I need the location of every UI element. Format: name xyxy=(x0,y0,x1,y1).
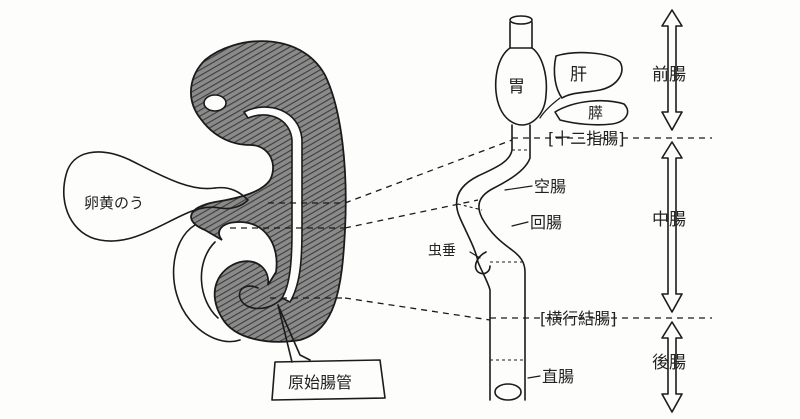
embryo-tail-inner xyxy=(201,242,218,318)
liver-label: 肝 xyxy=(570,65,587,85)
midgut-label: 中腸 xyxy=(652,210,686,230)
jejunum-pointer xyxy=(505,186,532,190)
rectum-pointer xyxy=(528,376,540,378)
rectum-label: 直腸 xyxy=(542,367,574,386)
yolk-sac-label: 卵黄のう xyxy=(84,194,144,212)
jejunum-label: 空腸 xyxy=(534,177,566,196)
ileum-label: 回腸 xyxy=(530,213,562,232)
ileum-pointer xyxy=(512,222,528,226)
foregut-label: 前腸 xyxy=(652,65,686,85)
esophagus xyxy=(510,22,532,48)
appendix-label: 虫垂 xyxy=(428,243,456,259)
adult-gut: 胃 肝 膵 xyxy=(457,16,628,400)
connector-line-bottom xyxy=(345,298,490,320)
hindgut-label: 後腸 xyxy=(652,353,686,373)
anus xyxy=(495,384,521,400)
embryo-outer-shape xyxy=(191,41,346,342)
primitive-gut-label: 原始腸管 xyxy=(288,373,352,392)
embryo-body xyxy=(174,41,346,342)
stomach-label: 胃 xyxy=(508,77,525,97)
pancreas-label: 膵 xyxy=(588,104,603,122)
embryo-eye xyxy=(204,95,226,111)
liver xyxy=(554,53,622,98)
esophagus-top xyxy=(510,16,532,24)
